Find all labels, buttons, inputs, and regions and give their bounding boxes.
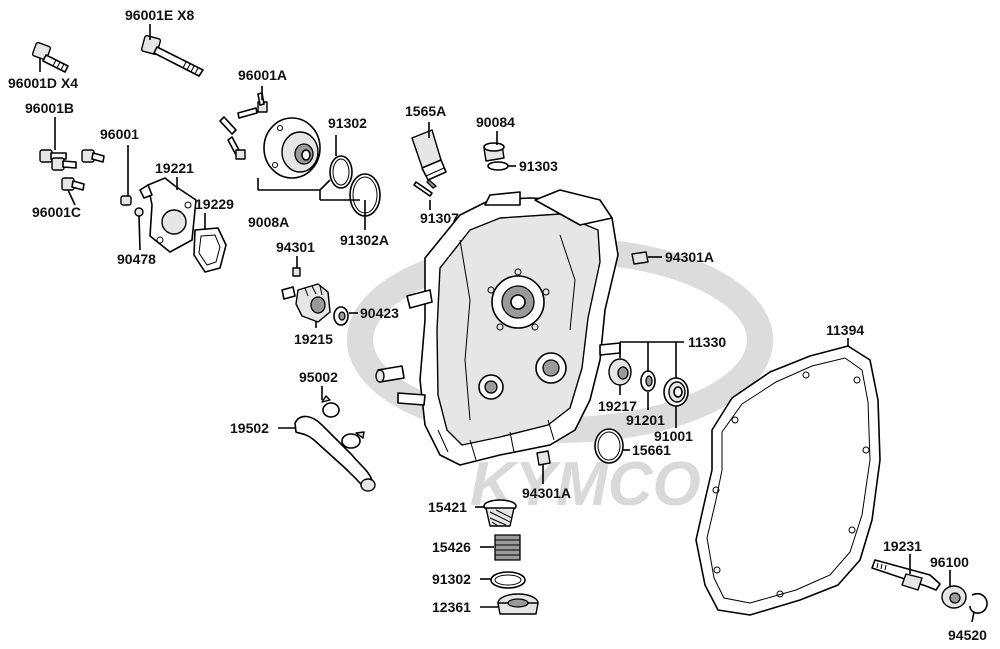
label-94301: 94301 — [276, 239, 315, 255]
label-94520: 94520 — [948, 627, 987, 643]
washer-91303 — [487, 161, 509, 171]
label-1565a: 1565A — [405, 103, 446, 119]
bolts-96001a — [219, 92, 268, 160]
drain-plug-12361 — [497, 593, 539, 615]
seal-90423 — [333, 306, 349, 326]
label-90423: 90423 — [360, 305, 399, 321]
gasket-11394 — [695, 345, 881, 616]
o-ring-91302-lower — [490, 571, 526, 589]
water-pump-cover-19221 — [139, 177, 197, 253]
label-96001d: 96001D X4 — [8, 75, 78, 91]
label-91001: 91001 — [654, 428, 693, 444]
label-91201: 91201 — [626, 412, 665, 428]
bolt-96001b — [39, 149, 77, 171]
o-ring-91302 — [329, 155, 353, 189]
label-94301a-bottom: 94301A — [522, 485, 571, 501]
sensor-1565a — [411, 129, 447, 189]
label-96001c: 96001C — [32, 204, 81, 220]
label-19221: 19221 — [155, 160, 194, 176]
label-9008a: 9008A — [248, 214, 289, 230]
label-90084: 90084 — [476, 114, 515, 130]
crankcase-cover — [397, 189, 621, 466]
label-12361: 12361 — [432, 599, 471, 615]
pin-94301a-top — [631, 251, 649, 265]
bearing-91001 — [663, 377, 689, 407]
label-15421: 15421 — [428, 499, 467, 515]
label-96100: 96100 — [930, 554, 969, 570]
spring-15426 — [494, 534, 521, 561]
label-96001a: 96001A — [238, 67, 287, 83]
label-96001e: 96001E X8 — [125, 7, 194, 23]
label-91302: 91302 — [328, 115, 367, 131]
washer-96001 — [120, 195, 132, 206]
bolt-96001c — [61, 149, 105, 191]
label-94301a-top: 94301A — [665, 249, 714, 265]
label-11330: 11330 — [688, 334, 726, 350]
label-15661: 15661 — [632, 442, 671, 458]
label-19217: 19217 — [598, 398, 637, 414]
seal-91201 — [640, 370, 656, 392]
label-95002: 95002 — [299, 369, 338, 385]
shaft-19231 — [871, 559, 941, 591]
dowel-pin-upper — [375, 365, 405, 383]
label-91302-lower: 91302 — [432, 571, 471, 587]
pin-94301 — [281, 267, 301, 300]
bolt-96001e — [140, 34, 204, 77]
part-labels: 96001E X8 96001D X4 96001B 96001 96001C … — [8, 7, 987, 643]
label-96001: 96001 — [100, 126, 139, 142]
label-90478: 90478 — [117, 251, 156, 267]
plug-90084 — [483, 142, 505, 162]
label-19229: 19229 — [195, 196, 234, 212]
leader-lines — [39, 24, 975, 623]
o-ring-15661 — [594, 428, 624, 464]
gear-19215 — [295, 283, 331, 323]
label-91302a: 91302A — [340, 232, 389, 248]
water-pump-9008a — [263, 117, 321, 179]
label-19502: 19502 — [230, 420, 269, 436]
label-96001b: 96001B — [25, 100, 74, 116]
strainer-15421 — [483, 499, 517, 527]
circlip-94520 — [969, 592, 988, 614]
clamps-95002 — [321, 395, 365, 449]
pin-91307 — [413, 181, 433, 197]
bolt-96001d — [31, 41, 69, 73]
bearing-19217 — [608, 358, 632, 386]
label-15426: 15426 — [432, 539, 471, 555]
label-91303: 91303 — [519, 158, 558, 174]
gasket-19229 — [193, 227, 227, 273]
label-11394: 11394 — [826, 322, 864, 338]
label-91307: 91307 — [420, 210, 459, 226]
pin-94301a-bottom — [536, 450, 551, 466]
label-19215: 19215 — [294, 331, 333, 347]
hose-19502 — [294, 415, 376, 492]
washer-90478 — [134, 207, 144, 217]
label-19231: 19231 — [883, 538, 922, 554]
bearing-96100 — [941, 585, 967, 609]
